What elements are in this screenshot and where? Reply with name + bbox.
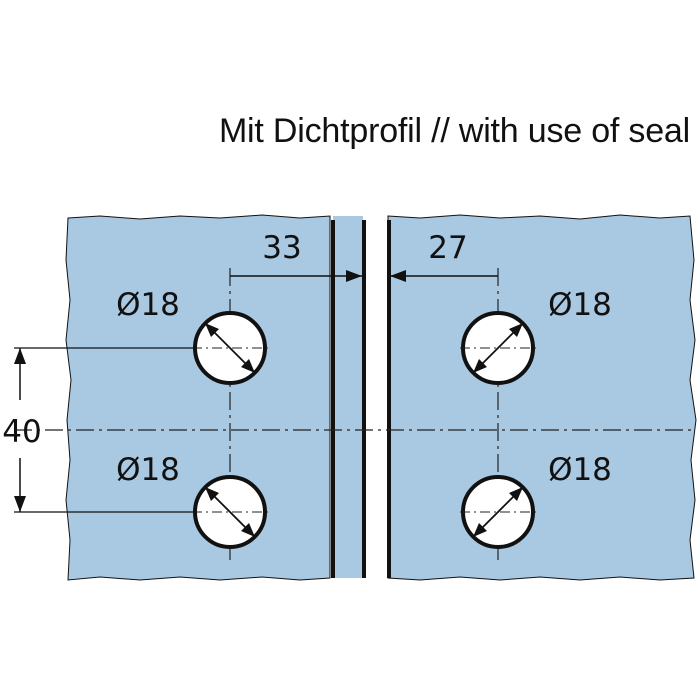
hole-top-right bbox=[460, 311, 536, 385]
diameter-label-bottom-right: Ø18 bbox=[548, 452, 612, 488]
hole-bottom-left bbox=[192, 475, 268, 549]
seal-profile bbox=[333, 216, 363, 578]
dimension-hole-spacing-label: 40 bbox=[2, 414, 41, 450]
dimension-hole-spacing: 40 bbox=[2, 347, 196, 513]
left-glass-panel bbox=[65, 214, 331, 581]
dimension-left-offset-label: 33 bbox=[262, 230, 301, 266]
diameter-label-bottom-left: Ø18 bbox=[116, 452, 180, 488]
dimension-right-offset: 27 bbox=[390, 230, 498, 282]
diameter-label-top-right: Ø18 bbox=[548, 287, 612, 323]
hole-top-left bbox=[192, 311, 268, 385]
diameter-label-top-left: Ø18 bbox=[116, 287, 180, 323]
dimension-right-offset-label: 27 bbox=[428, 230, 467, 266]
drawing-title: Mit Dichtprofil // with use of seal bbox=[218, 112, 690, 150]
right-glass-panel bbox=[387, 214, 697, 581]
dimension-left-offset: 33 bbox=[230, 230, 362, 282]
hole-bottom-right bbox=[460, 475, 536, 549]
